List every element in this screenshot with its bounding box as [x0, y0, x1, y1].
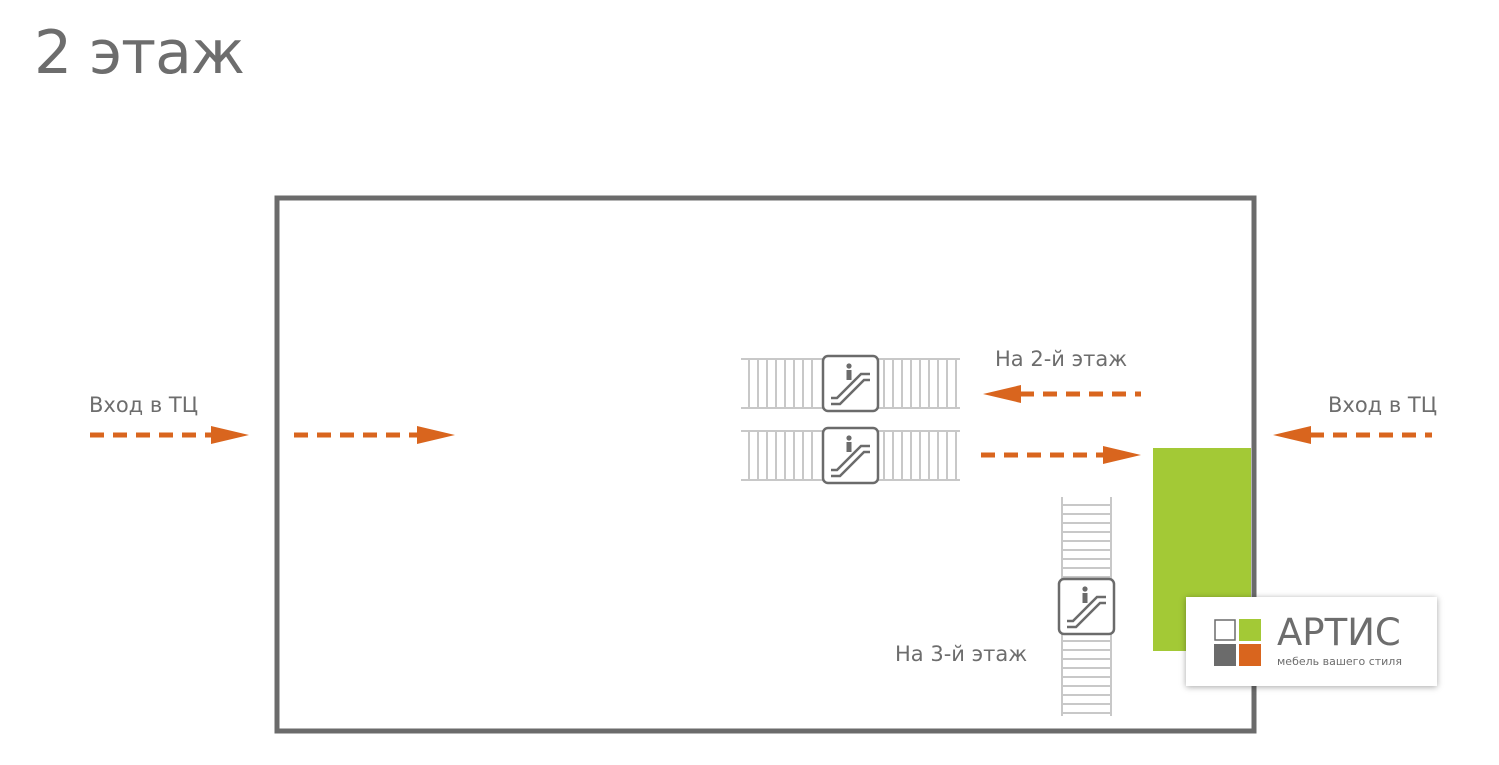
arrow-to-store: [981, 446, 1141, 464]
escalator-icon: [821, 426, 880, 485]
escalator-lower: [741, 430, 960, 481]
store-name: АРТИС: [1277, 611, 1401, 654]
to-floor-3-label: На 3-й этаж: [895, 642, 1028, 666]
building-outline: [274, 195, 1257, 734]
store-logo-icon: [1214, 619, 1261, 666]
to-floor-2-label: На 2-й этаж: [995, 347, 1128, 371]
entrance-left-label: Вход в ТЦ: [89, 393, 199, 417]
escalator-icon: [821, 354, 880, 413]
arrow-from-floor-2: [983, 385, 1141, 403]
escalator-upper: [741, 358, 960, 409]
store-tagline: мебель вашего стиля: [1277, 655, 1402, 668]
escalator-icon: [1057, 577, 1116, 636]
floor-title: 2 этаж: [34, 18, 245, 88]
arrow-entrance-right: [1273, 426, 1432, 444]
arrow-entrance-left: [90, 426, 249, 444]
entrance-right-label: Вход в ТЦ: [1328, 393, 1438, 417]
arrow-inside-left: [294, 426, 455, 444]
store-logo-card[interactable]: АРТИС мебель вашего стиля: [1186, 597, 1437, 686]
